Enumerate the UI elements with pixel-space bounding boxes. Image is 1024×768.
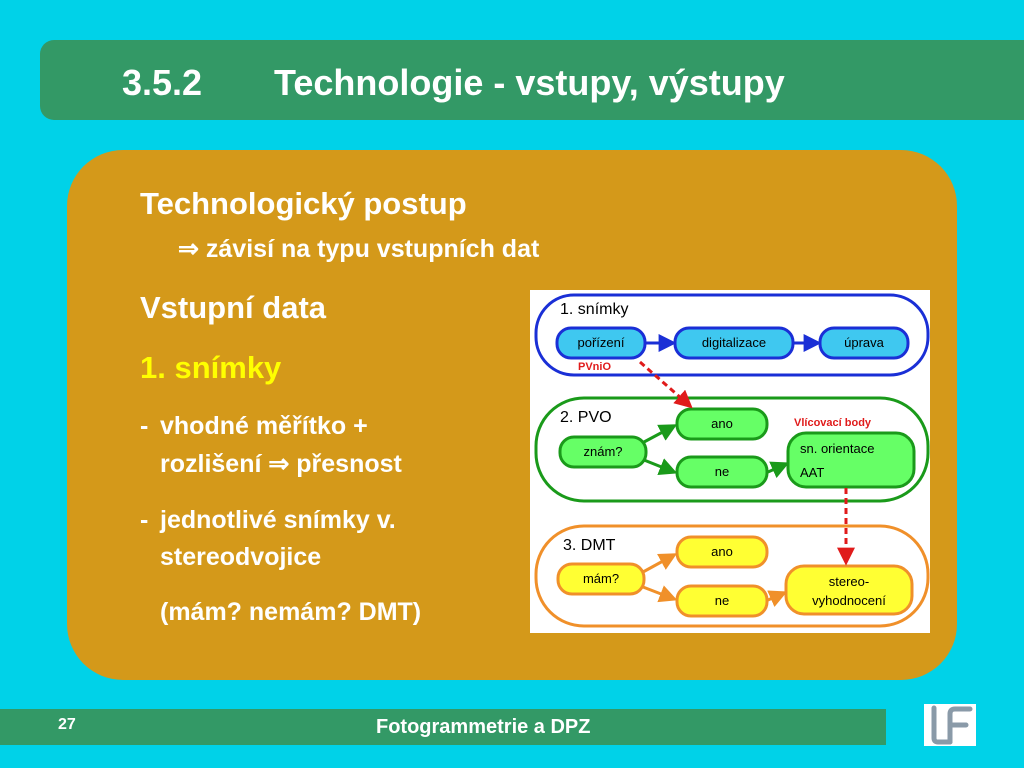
group2-label: 2. PVO — [560, 409, 612, 426]
arrow-ne-stereo — [767, 590, 788, 608]
arrow-mam-ne — [642, 585, 678, 603]
bullet2-dash: - — [140, 506, 149, 534]
aat-label: AAT — [800, 465, 824, 480]
group3-label: 3. DMT — [563, 537, 616, 554]
mam-label: mám? — [583, 571, 619, 586]
footer-title: Fotogrammetrie a DPZ — [376, 716, 591, 738]
bullet2-line2: stereodvojice — [160, 543, 322, 571]
box-mam — [556, 562, 646, 596]
vlicovaci-body-label: Vlícovací body — [794, 417, 872, 429]
sn-orientace-label: sn. orientace — [800, 441, 874, 456]
bullet2-line1: jednotlivé snímky v. — [160, 506, 396, 534]
ano-g2-label: ano — [711, 416, 733, 431]
bullet1-presnost: přesnost — [296, 450, 402, 478]
page-title: Technologie - vstupy, výstupy — [274, 62, 785, 103]
workflow-diagram: 1. snímky pořízení PVniO digitalizace úp… — [530, 290, 930, 633]
ne-g3-label: ne — [715, 593, 729, 608]
section-number: 3.5.2 — [122, 62, 203, 103]
znam-label: znám? — [583, 444, 622, 459]
arrow-znam-ne — [643, 458, 678, 476]
heading-vstupni-data: Vstupní data — [140, 290, 327, 325]
group2-frame — [534, 396, 930, 503]
dashed-arrow-porizeni-ano — [639, 360, 693, 409]
pvnio-label: PVniO — [578, 361, 611, 373]
uprava-label: úprava — [844, 335, 885, 350]
box-znam — [558, 435, 648, 469]
stereo-label-2: vyhodnocení — [812, 593, 886, 608]
porizeni-label: pořízení — [578, 335, 625, 350]
bullet1-rozliseni: rozlišení — [160, 450, 262, 478]
arrow-mam-ano — [642, 553, 678, 574]
stereo-label-1: stereo- — [829, 574, 869, 589]
group1-frame — [534, 293, 930, 377]
group3-frame — [534, 524, 930, 628]
note-mam-nemam: (mám? nemám? DMT) — [160, 598, 422, 626]
group1-label: 1. snímky — [560, 301, 628, 318]
lf-logo — [924, 704, 976, 746]
bullet1-line2: rozlišení ⇒ přesnost — [160, 449, 402, 479]
page-number: 27 — [58, 716, 76, 733]
box-sn-orientace — [786, 431, 916, 489]
ne-g2-label: ne — [715, 464, 729, 479]
arrow-ne-orientace — [767, 461, 790, 479]
item-snimky: 1. snímky — [140, 350, 282, 385]
bullet1-line1: vhodné měřítko + — [160, 412, 368, 440]
implies-text: závisí na typu vstupních dat — [205, 235, 540, 263]
implies-arrow-icon: ⇒ — [268, 450, 290, 478]
implies-line: ⇒ závisí na typu vstupních dat — [178, 234, 539, 264]
title-bar — [40, 40, 1024, 120]
bullet1-dash: - — [140, 412, 149, 440]
heading-technologicky-postup: Technologický postup — [140, 186, 467, 221]
digitalizace-label: digitalizace — [702, 335, 766, 350]
arrow-znam-ano — [643, 424, 678, 444]
footer-bar — [0, 709, 886, 745]
box-ano-g2 — [675, 407, 769, 441]
box-ano-g3 — [675, 535, 769, 569]
ano-g3-label: ano — [711, 544, 733, 559]
implies-arrow-icon: ⇒ — [178, 235, 199, 263]
box-stereo — [784, 564, 914, 616]
box-porizeni — [555, 326, 647, 360]
